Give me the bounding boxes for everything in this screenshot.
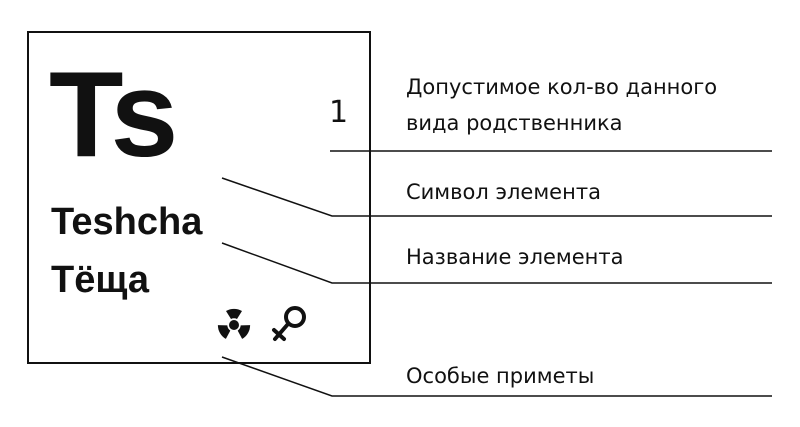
female-symbol-icon (272, 306, 306, 341)
label-features: Особые приметы (406, 364, 595, 388)
label-allowed-count-line2: вида родственника (406, 111, 623, 135)
label-allowed-count-line1: Допустимое кол-во данного (406, 75, 718, 99)
radiation-icon (217, 308, 251, 339)
leader-line-name (221, 242, 772, 284)
label-name: Название элемента (406, 245, 624, 269)
element-card: Ts 1 Teshcha Тёща (27, 31, 371, 364)
element-name-latin: Teshcha (51, 201, 203, 243)
leader-line-features (221, 356, 772, 397)
label-symbol: Символ элемента (406, 180, 601, 204)
element-symbol: Ts (49, 46, 178, 182)
leader-line-symbol (221, 177, 772, 217)
element-name-native: Тёща (51, 259, 150, 301)
allowed-count: 1 (329, 95, 349, 130)
